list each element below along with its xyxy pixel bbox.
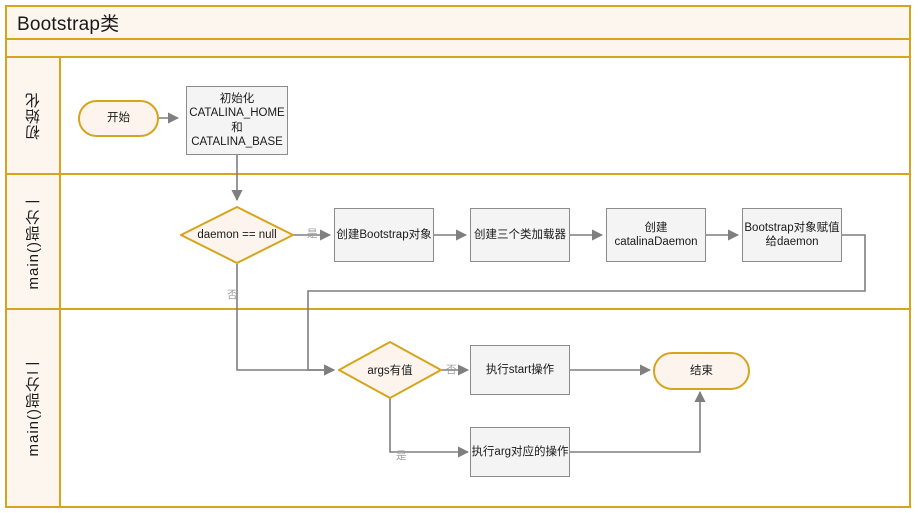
lane-label-main2: main()部分二 [24, 359, 42, 457]
node-args-has-value[interactable]: args有值 [338, 341, 442, 399]
node-end[interactable]: 结束 [653, 352, 750, 390]
node-start[interactable]: 开始 [78, 100, 159, 137]
lane-header-main1: main()部分一 [7, 175, 61, 308]
lane-init: 初始化 [5, 58, 911, 175]
edge-label-args-no: 否 [446, 364, 457, 376]
lane-label-init: 初始化 [24, 91, 42, 140]
node-daemon-null[interactable]: daemon == null [180, 206, 294, 264]
node-exec-arg[interactable]: 执行arg对应的操作 [470, 427, 570, 477]
node-create-bootstrap[interactable]: 创建Bootstrap对象 [334, 208, 434, 262]
node-create-loaders[interactable]: 创建三个类加载器 [470, 208, 570, 262]
edge-label-args-yes: 是 [396, 450, 407, 462]
lane-header-main2: main()部分二 [7, 310, 61, 506]
node-daemon-null-label: daemon == null [197, 229, 277, 241]
lane-main2: main()部分二 [5, 310, 911, 508]
pool-spacer-band [5, 40, 911, 58]
diagram-title: Bootstrap类 [5, 5, 911, 40]
node-create-catalina-daemon[interactable]: 创建 catalinaDaemon [606, 208, 706, 262]
node-args-has-value-label: args有值 [367, 365, 413, 377]
node-init-env[interactable]: 初始化 CATALINA_HOME 和CATALINA_BASE [186, 86, 288, 155]
lane-header-init: 初始化 [7, 58, 61, 173]
node-exec-start[interactable]: 执行start操作 [470, 345, 570, 395]
node-assign-daemon[interactable]: Bootstrap对象赋值给daemon [742, 208, 842, 262]
edge-label-daemon-no: 否 [227, 289, 238, 301]
lane-label-main1: main()部分一 [24, 193, 42, 290]
edge-label-daemon-yes: 是 [307, 228, 318, 240]
